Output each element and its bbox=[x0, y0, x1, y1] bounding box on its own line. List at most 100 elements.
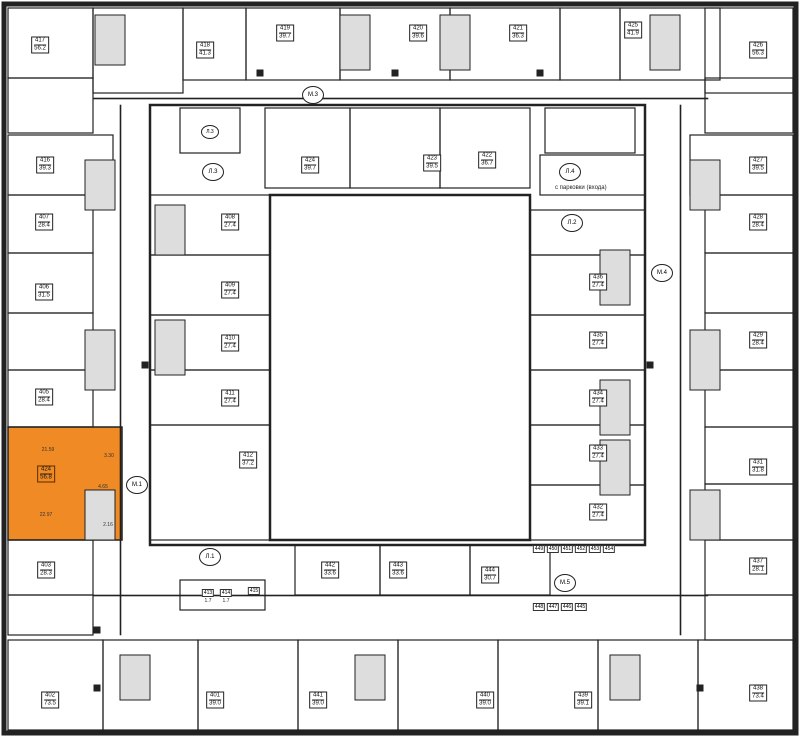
column bbox=[696, 684, 704, 692]
apartment-number: 440 bbox=[479, 692, 491, 701]
room-outline bbox=[704, 252, 794, 314]
room-outline bbox=[544, 107, 636, 154]
bathroom bbox=[339, 14, 371, 71]
column bbox=[536, 69, 544, 77]
core-label: Л.3 bbox=[202, 163, 224, 181]
room-outline bbox=[529, 209, 646, 256]
room-outline bbox=[7, 594, 94, 636]
apartment-area: 73.5 bbox=[44, 700, 56, 707]
apartment-number: 407 bbox=[38, 214, 50, 223]
apartment-area: 41.3 bbox=[199, 50, 211, 57]
corridor-line bbox=[119, 104, 122, 636]
room-outline bbox=[497, 639, 599, 731]
storage-unit[interactable]: 446 bbox=[560, 603, 574, 611]
apartment-number: 439 bbox=[577, 692, 589, 701]
room-outline bbox=[197, 639, 299, 731]
storage-unit[interactable]: 450 bbox=[546, 545, 560, 553]
bathroom bbox=[649, 14, 681, 71]
room-outline bbox=[704, 7, 794, 94]
utility-room[interactable]: 415 bbox=[247, 587, 261, 595]
apartment-number: 412 bbox=[242, 452, 254, 461]
apartment-area: 73.4 bbox=[752, 693, 764, 700]
apartment-area: 27.4 bbox=[592, 340, 604, 347]
apartment-number: 421 bbox=[512, 25, 524, 34]
apartment-area: 27.4 bbox=[592, 453, 604, 460]
room-outline bbox=[619, 7, 721, 81]
utility-room[interactable]: 414 bbox=[219, 589, 233, 597]
apartment-number: 428 bbox=[752, 214, 764, 223]
room-outline bbox=[7, 639, 104, 731]
apartment-number: 406 bbox=[38, 284, 50, 293]
storage-unit[interactable]: 445 bbox=[574, 603, 588, 611]
storage-unit[interactable]: 453 bbox=[588, 545, 602, 553]
apartment-number: 424 bbox=[40, 466, 52, 475]
storage-unit[interactable]: 447 bbox=[546, 603, 560, 611]
column bbox=[93, 626, 101, 634]
storage-unit[interactable]: 451 bbox=[560, 545, 574, 553]
room-outline bbox=[7, 7, 94, 79]
apartment-area: 39.0 bbox=[479, 700, 491, 707]
apartment-number: 438 bbox=[752, 685, 764, 694]
apartment-number: 420 bbox=[412, 25, 424, 34]
apartment-number: 427 bbox=[752, 157, 764, 166]
apartment-area: 33.6 bbox=[392, 570, 404, 577]
apartment-number: 436 bbox=[592, 274, 604, 283]
apartment-area: 33.6 bbox=[324, 570, 336, 577]
bathroom bbox=[689, 329, 721, 391]
utility-room[interactable]: 413 bbox=[201, 589, 215, 597]
storage-unit[interactable]: 449 bbox=[532, 545, 546, 553]
storage-unit[interactable]: 454 bbox=[602, 545, 616, 553]
storage-unit[interactable]: 448 bbox=[532, 603, 546, 611]
apartment-number: 402 bbox=[44, 692, 56, 701]
storage-unit[interactable]: 452 bbox=[574, 545, 588, 553]
apartment-area: 27.4 bbox=[592, 282, 604, 289]
room-area-hall: 4.65 bbox=[98, 484, 108, 490]
room-outline bbox=[149, 369, 271, 426]
apartment-number: 410 bbox=[224, 335, 236, 344]
apartment-area: 39.6 bbox=[412, 33, 424, 40]
apartment-area: 39.0 bbox=[209, 700, 221, 707]
apartment-number: 417 bbox=[34, 37, 46, 46]
apartment-area: 28.3 bbox=[40, 570, 52, 577]
